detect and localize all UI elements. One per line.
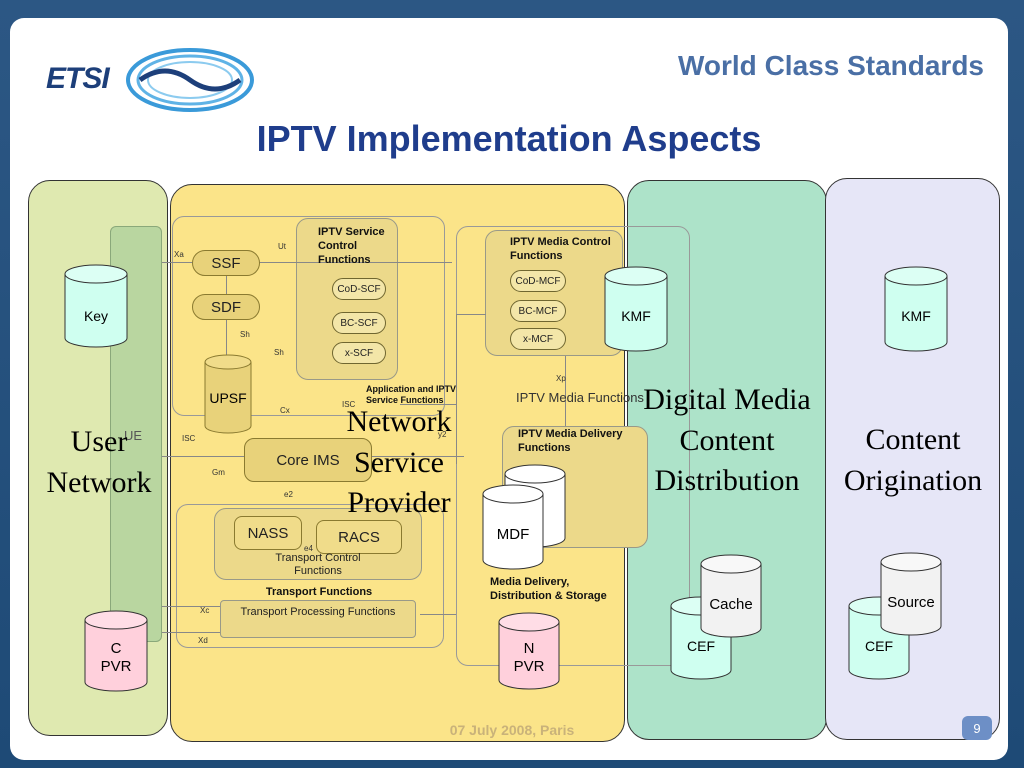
- bc-scf-node: BC-SCF: [332, 312, 386, 334]
- cache-cylinder-icon: [700, 554, 762, 638]
- iptv-service-control-label: IPTV Service Control Functions: [318, 226, 385, 266]
- ssf-node: SSF: [192, 250, 260, 276]
- line-horizontal-6: [456, 314, 486, 315]
- c-pvr-line1: C: [110, 640, 122, 657]
- iptv-media-functions-label: IPTV Media Functions: [516, 390, 644, 405]
- mdf-cylinder-icon: [482, 484, 544, 570]
- ue-box: [110, 226, 162, 642]
- upsf-database: UPSF: [204, 354, 252, 434]
- nsp-label: Network Service Provider: [346, 405, 452, 519]
- upsf-label: UPSF: [209, 390, 247, 406]
- interface-cx: Cx: [280, 406, 290, 415]
- transport-processing-label: Transport Processing Functions: [240, 606, 396, 618]
- dmcd-kmf-cylinder-icon: [604, 266, 668, 352]
- transport-processing-box: [220, 600, 416, 638]
- origination-kmf-label: KMF: [901, 308, 931, 324]
- line-horizontal-3: [162, 606, 222, 607]
- x-scf-node: x-SCF: [332, 342, 386, 364]
- source-cylinder-icon: [880, 552, 942, 636]
- racs-node: RACS: [316, 520, 402, 554]
- key-label: Key: [83, 308, 109, 324]
- origination-cef-label: CEF: [865, 638, 893, 654]
- n-pvr-database: N PVR: [498, 612, 560, 690]
- dmcd-cef-label: CEF: [687, 638, 715, 654]
- sdf-node: SDF: [192, 294, 260, 320]
- cache-database: Cache: [700, 554, 762, 638]
- interface-xc: Xc: [200, 606, 210, 615]
- line-vertical-3: [565, 356, 566, 426]
- tagline: World Class Standards: [677, 50, 984, 81]
- page-number: 9: [962, 716, 992, 740]
- interface-sh-2: Sh: [274, 348, 284, 357]
- interface-ut: Ut: [278, 242, 286, 251]
- ue-label: UE: [124, 428, 143, 443]
- line-vertical-1: [226, 270, 227, 370]
- dmcd-label: Digital Media Content Distribution: [643, 383, 811, 497]
- upsf-cylinder-icon: [204, 354, 252, 434]
- application-iptv-service-label: Application and IPTV Service Functions: [366, 384, 457, 406]
- interface-gm: Gm: [212, 468, 225, 477]
- cod-scf-node: CoD-SCF: [332, 278, 386, 300]
- source-label: Source: [887, 594, 935, 611]
- footer-date: 07 July 2008, Paris: [449, 722, 575, 738]
- origination-kmf-cylinder-icon: [884, 266, 948, 352]
- interface-e4: e4: [304, 544, 313, 553]
- slide: ETSI World Class Standards IPTV Implemen…: [10, 18, 1008, 760]
- cache-label: Cache: [709, 596, 753, 613]
- transport-control-label: Transport Control Functions: [275, 552, 361, 578]
- iptv-media-control-label: IPTV Media Control Functions: [510, 236, 611, 262]
- media-delivery-storage-label: Media Delivery, Distribution & Storage: [490, 576, 607, 602]
- core-ims-node: Core IMS: [244, 438, 372, 482]
- dmcd-kmf-database: KMF: [604, 266, 668, 352]
- application-functions-box: [172, 216, 445, 416]
- etsi-logo-swoosh-icon: [126, 48, 254, 112]
- n-pvr-line1: N: [523, 640, 535, 657]
- interface-e2: e2: [284, 490, 293, 499]
- interface-isc-1: ISC: [182, 434, 196, 443]
- interface-xa: Xa: [174, 250, 184, 259]
- line-horizontal-4: [162, 632, 222, 633]
- key-cylinder-icon: [64, 264, 128, 348]
- interface-sh-1: Sh: [240, 330, 250, 339]
- n-pvr-line2: PVR: [513, 658, 545, 675]
- line-horizontal-5: [400, 404, 456, 405]
- interface-xp: Xp: [556, 374, 566, 383]
- slide-title: IPTV Implementation Aspects: [256, 118, 762, 159]
- interface-y2: y2: [438, 430, 447, 439]
- line-horizontal-1: [162, 262, 452, 263]
- etsi-logo: ETSI: [40, 40, 270, 120]
- cod-mcf-node: CoD-MCF: [510, 270, 566, 292]
- mdf-label: MDF: [496, 526, 530, 543]
- user-network-label: User Network: [46, 425, 152, 499]
- x-mcf-node: x-MCF: [510, 328, 566, 350]
- source-database: Source: [880, 552, 942, 636]
- n-pvr-cylinder-icon: [498, 612, 560, 690]
- dmcd-kmf-label: KMF: [621, 308, 651, 324]
- line-horizontal-7: [420, 614, 456, 615]
- interface-xd: Xd: [198, 636, 208, 645]
- key-database: Key: [64, 264, 128, 348]
- nass-node: NASS: [234, 516, 302, 550]
- logo-text: ETSI: [46, 62, 110, 95]
- line-vertical-2: [456, 314, 457, 464]
- c-pvr-line2: PVR: [100, 658, 132, 675]
- iptv-media-delivery-label: IPTV Media Delivery Functions: [518, 428, 623, 454]
- bc-mcf-node: BC-MCF: [510, 300, 566, 322]
- c-pvr-database: C PVR: [84, 610, 148, 692]
- iptv-media-control-box: [485, 230, 623, 356]
- transport-functions-box: [176, 504, 444, 648]
- origination-label: Content Origination: [843, 423, 983, 497]
- c-pvr-cylinder-icon: [84, 610, 148, 692]
- mdf-database: MDF: [482, 484, 544, 570]
- transport-functions-label: Transport Functions: [265, 586, 373, 598]
- origination-kmf-database: KMF: [884, 266, 948, 352]
- interface-isc-2: ISC: [342, 400, 356, 409]
